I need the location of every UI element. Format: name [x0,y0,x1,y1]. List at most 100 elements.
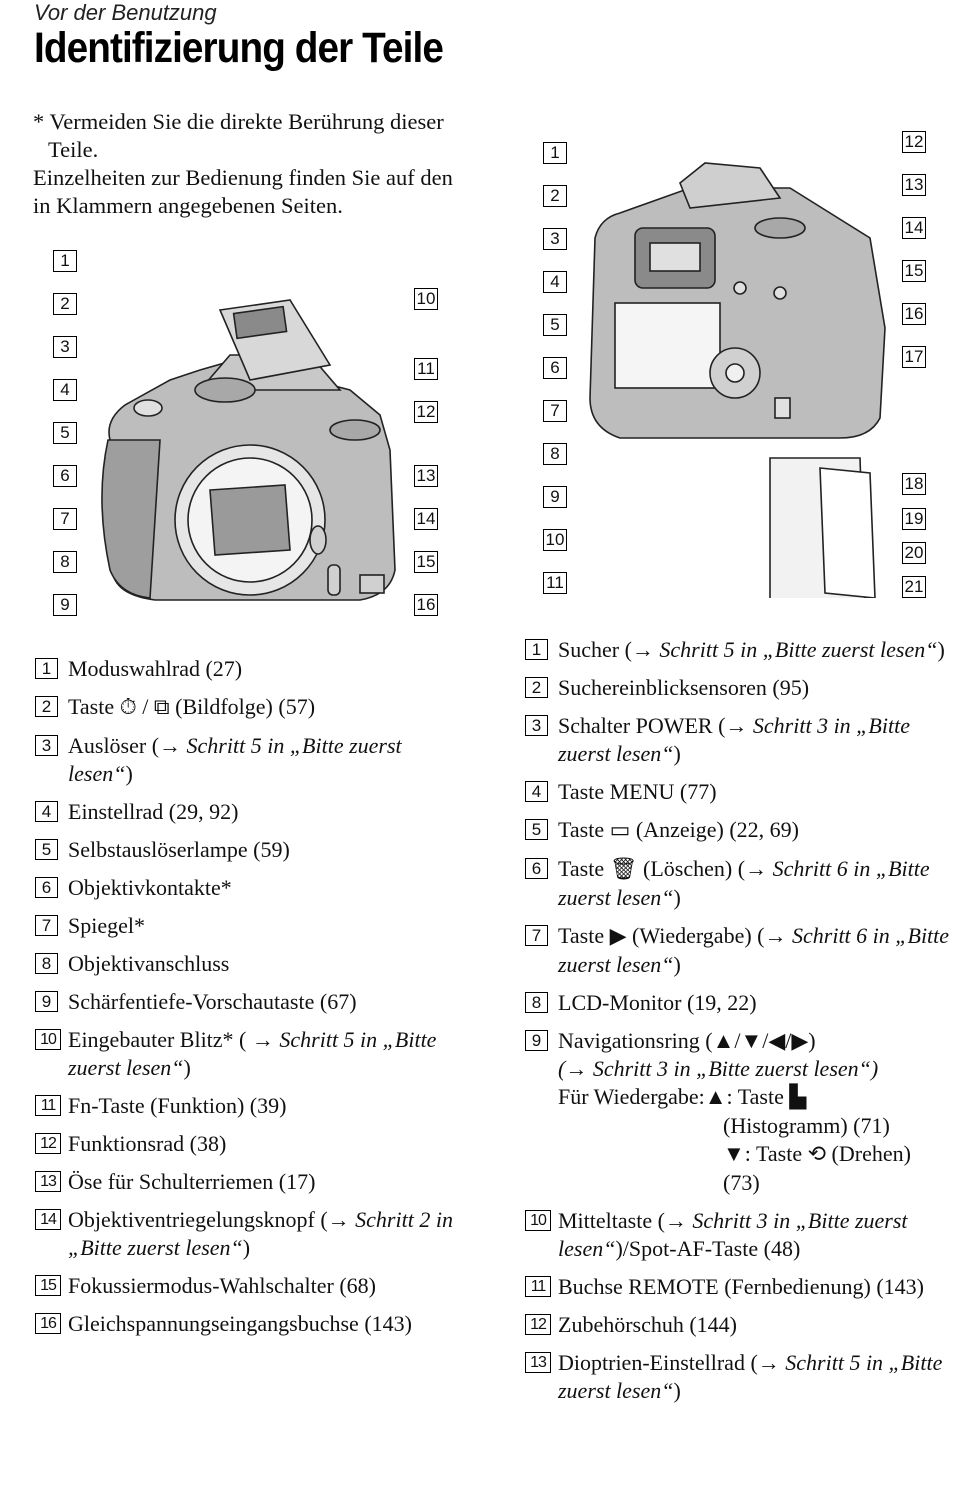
item-number: 9 [35,991,58,1012]
callout-front-9: 9 [53,594,77,616]
list-item: 15 Fokussiermodus-Wahlschalter (68) [35,1272,465,1300]
item-reference: → Schritt 6 in „Bitte zuerst lesen“ [558,856,930,910]
list-item: 13 Öse für Schulterriemen (17) [35,1168,465,1196]
callout-front-13: 13 [414,465,438,487]
callout-front-5: 5 [53,422,77,444]
item-number: 12 [35,1133,61,1154]
item-text: Zubehörschuh (144) [558,1312,738,1337]
callout-back-8: 8 [543,443,567,465]
item-reference: → Schritt 5 in „Bitte zuerst lesen“ [68,733,402,786]
item-text: Einstellrad (29, 92) [68,799,239,824]
item-text: Sucher ( [558,637,632,662]
callout-front-8: 8 [53,551,77,573]
item-number: 11 [35,1095,61,1116]
callout-back-14: 14 [902,217,926,239]
item-text: Suchereinblicksensoren (95) [558,675,810,700]
item-number: 10 [525,1210,551,1231]
item-text: Auslöser ( [68,733,160,758]
item-text: LCD-Monitor (19, 22) [558,990,757,1015]
camera-front-illustration: 1 2 3 4 5 6 7 8 9 10 11 12 13 14 15 16 [50,240,445,620]
callout-back-15: 15 [902,260,926,282]
item-reference: Schritt 2 in „Bitte zuerst lesen“ [68,1207,453,1260]
item-text: Taste [558,923,610,948]
camera-back-illustration: 1 2 3 4 5 6 7 8 9 10 11 12 13 14 15 16 1… [540,128,930,609]
item-text: Taste [558,856,610,881]
item-text: (Bildfolge) (57) [169,694,316,719]
callout-front-1: 1 [53,250,77,272]
callout-back-1: 1 [543,142,567,164]
playback-icon: ▶ [609,924,627,949]
item-text: Öse für Schulterriemen (17) [68,1169,316,1194]
item-number: 13 [35,1171,61,1192]
item-text: Fokussiermodus-Wahlschalter (68) [68,1273,376,1298]
item-number: 14 [35,1209,61,1230]
list-item: 2 Suchereinblicksensoren (95) [525,674,950,702]
item-text: ) [125,761,133,786]
item-text: ) [673,952,681,977]
item-reference: (→ Schritt 3 in „Bitte zuerst lesen“) [558,1056,879,1081]
callout-front-4: 4 [53,379,77,401]
callout-back-16: 16 [902,303,926,325]
callout-back-7: 7 [543,400,567,422]
item-number: 2 [525,677,548,698]
item-number: 15 [35,1275,61,1296]
histogram-icon: ▙ [789,1085,807,1110]
item-text: Selbstauslöserlampe (59) [68,837,290,862]
callout-back-11: 11 [543,572,567,594]
item-text: (Löschen) ( [637,856,746,881]
list-item: 4 Einstellrad (29, 92) [35,798,465,826]
item-text: Schalter POWER ( [558,713,726,738]
item-text: ) [242,1235,251,1260]
callout-front-10: 10 [414,288,438,310]
callout-front-14: 14 [414,508,438,530]
item-text: Moduswahlrad (27) [68,656,243,681]
item-text: ) [183,1055,191,1080]
item-number: 7 [35,915,58,936]
callout-back-5: 5 [543,314,567,336]
callout-back-2: 2 [543,185,567,207]
item-text: Taste [558,817,610,842]
display-button-icon: ▭ [609,818,631,843]
item-number: 10 [35,1029,61,1050]
callout-back-9: 9 [543,486,567,508]
trash-icon: 🗑 [609,857,638,882]
callout-front-12: 12 [414,401,438,423]
item-number: 3 [35,735,58,756]
callout-back-6: 6 [543,357,567,379]
item-number: 13 [525,1352,551,1373]
callout-front-11: 11 [414,358,438,380]
item-text: Gleichspannungseingangsbuchse (143) [68,1311,412,1336]
item-text: )/Spot-AF-Taste (48) [615,1236,801,1261]
item-text: ) [673,885,681,910]
item-number: 4 [35,801,58,822]
item-text: ) [673,741,681,766]
list-item: 3 Auslöser (→ Schritt 5 in „Bitte zuerst … [35,732,465,788]
item-text: (73) [723,1170,760,1195]
callout-front-3: 3 [53,336,77,358]
intro-details: Einzelheiten zur Bedienung finden Sie au… [33,165,453,218]
section-label: Vor der Benutzung [34,0,217,25]
item-text: ) [937,637,945,662]
item-reference: → Schritt 3 in „Bitte zuerst lesen“ [558,1208,908,1261]
callout-back-18: 18 [902,473,926,495]
item-number: 1 [35,658,58,679]
item-text: (Drehen) [826,1141,911,1166]
item-text: Taste [68,694,120,719]
item-reference: → Schritt 5 in „Bitte zuerst lesen“ [558,1350,943,1403]
item-reference: → Schritt 5 in „Bitte zuerst lesen“ [68,1027,437,1080]
